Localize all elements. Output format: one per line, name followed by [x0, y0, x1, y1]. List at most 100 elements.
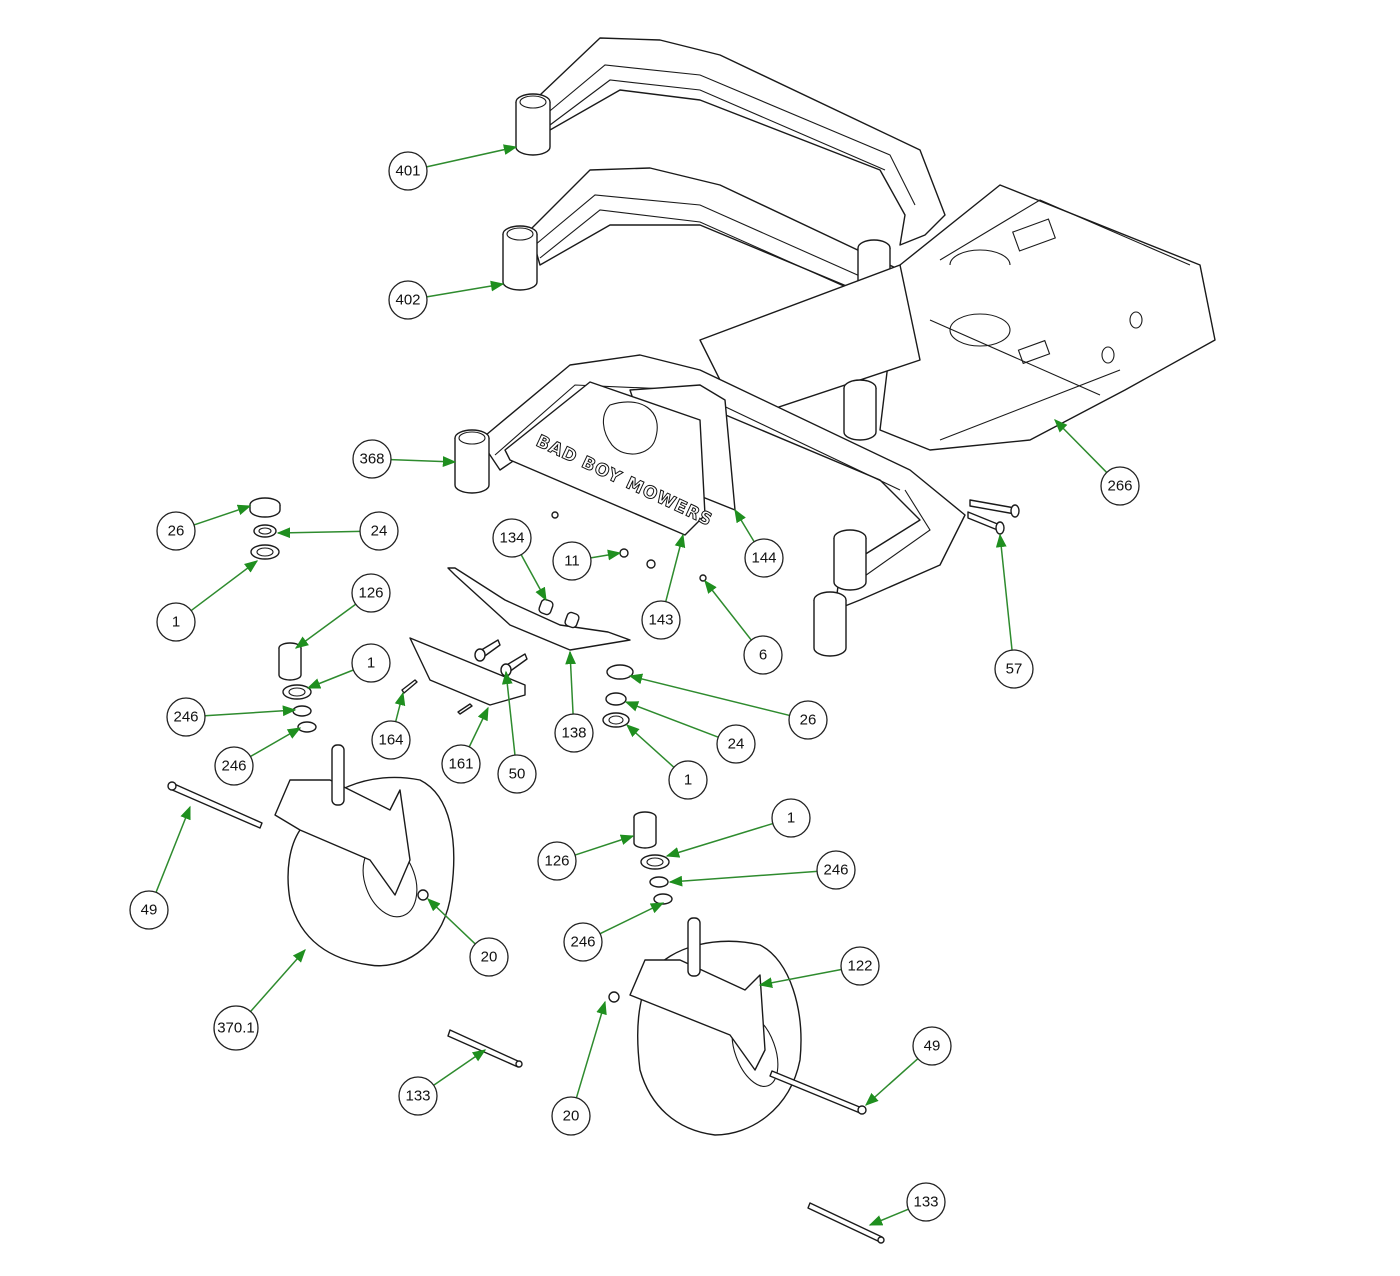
callout-133: 133 [868, 1182, 946, 1226]
callout-label: 122 [847, 958, 872, 975]
callout-bubble [743, 635, 783, 675]
leader-line [155, 805, 191, 893]
callout-bubble [497, 754, 537, 794]
callout-label: 126 [544, 853, 569, 870]
leader-line [520, 554, 547, 602]
leader-line [250, 948, 306, 1013]
leader-line [390, 456, 457, 467]
leader-line [668, 870, 818, 887]
callout-20: 20 [427, 898, 509, 977]
leader-line [599, 902, 665, 935]
bearing-1-right [602, 712, 630, 728]
callout-246: 246 [563, 902, 665, 962]
callout-bubble [398, 1076, 438, 1116]
callout-26: 26 [628, 673, 828, 740]
nut-extra [646, 559, 656, 569]
callout-label: 246 [570, 934, 595, 951]
pins-57 [967, 499, 1020, 535]
leader-line [590, 549, 622, 561]
callout-bubble [551, 1096, 591, 1136]
callout-1: 1 [665, 798, 811, 858]
callout-57: 57 [994, 533, 1034, 689]
callout-label: 1 [787, 810, 795, 827]
callout-label: 164 [378, 732, 403, 749]
callout-11: 11 [552, 541, 622, 581]
callout-1: 1 [156, 560, 259, 642]
leader-line [665, 822, 774, 858]
leader-line [193, 504, 252, 526]
callout-bubble [563, 922, 603, 962]
callout-246: 246 [166, 697, 297, 737]
washer-246-left-a [292, 705, 312, 717]
bearing-1-left-lower [282, 684, 312, 700]
callout-label: 6 [759, 647, 767, 664]
callout-bubble [552, 541, 592, 581]
callout-bubble [816, 850, 856, 890]
leader-line [294, 603, 357, 649]
callout-368: 368 [352, 439, 457, 479]
callout-24: 24 [276, 511, 399, 551]
leader-line [995, 533, 1013, 651]
bushing-134 [538, 598, 554, 616]
callout-bubble [554, 713, 594, 753]
callout-bubble [492, 518, 532, 558]
callout-133: 133 [398, 1049, 487, 1116]
washer-246-right-b [653, 893, 673, 905]
callout-401: 401 [388, 144, 518, 191]
leader-line [565, 650, 576, 715]
callout-bubble [537, 841, 577, 881]
callout-126: 126 [294, 573, 391, 649]
callout-bubble [641, 600, 681, 640]
callout-122: 122 [758, 946, 880, 989]
callout-24: 24 [624, 701, 756, 764]
callout-1: 1 [306, 643, 391, 689]
callout-label: 368 [359, 451, 384, 468]
callout-bubble [213, 1005, 259, 1051]
leader-line [394, 691, 406, 722]
callout-bubble [166, 697, 206, 737]
callout-bubble [351, 573, 391, 613]
pin-133-left [447, 1029, 523, 1068]
bolts-50 [474, 639, 528, 677]
callout-bubble [1100, 466, 1140, 506]
callout-label: 161 [448, 756, 473, 773]
callout-370.1: 370.1 [213, 948, 306, 1051]
leader-line [758, 968, 842, 989]
leader-line [1054, 419, 1108, 473]
nut-24-right [605, 692, 627, 706]
callout-266: 266 [1054, 419, 1140, 506]
leader-line [501, 670, 516, 756]
callout-bubble [994, 649, 1034, 689]
callout-label: 24 [728, 736, 745, 753]
leader-line [625, 724, 675, 768]
callout-26: 26 [156, 504, 252, 551]
leader-line [276, 527, 361, 539]
callout-bubble [351, 643, 391, 683]
nut-24-left [253, 524, 277, 538]
callout-bubble [668, 760, 708, 800]
leader-line [575, 1000, 607, 1099]
nut-11 [619, 548, 629, 558]
callout-label: 266 [1107, 478, 1132, 495]
leader-line [468, 706, 489, 748]
callout-bubble [129, 890, 169, 930]
callout-label: 126 [358, 585, 383, 602]
leader-line [734, 508, 755, 543]
leader-line [204, 705, 297, 717]
callout-label: 133 [405, 1088, 430, 1105]
callout-1: 1 [625, 724, 708, 800]
leader-line [628, 673, 790, 717]
callout-bubble [771, 798, 811, 838]
callout-134: 134 [492, 518, 547, 602]
callout-bubble [352, 439, 392, 479]
main-frame-266 [699, 184, 1216, 451]
callout-label: 26 [800, 712, 817, 729]
leader-line [426, 144, 518, 168]
callout-label: 1 [684, 772, 692, 789]
callout-label: 49 [141, 902, 158, 919]
callout-label: 1 [172, 614, 180, 631]
callout-bubble [912, 1026, 952, 1066]
pin-133-right [807, 1202, 885, 1244]
caster-wheel-370-1 [274, 744, 455, 967]
bushing-126-right [633, 811, 657, 849]
